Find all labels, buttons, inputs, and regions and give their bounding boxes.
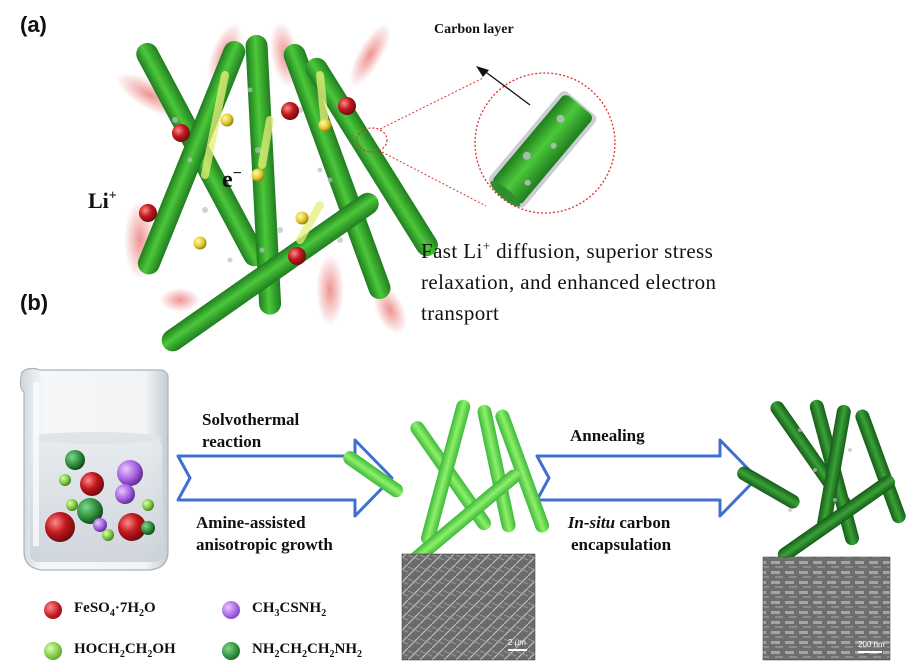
red-dot-icon [44, 600, 62, 619]
panel-a-label: (a) [20, 12, 47, 37]
beaker [19, 367, 169, 571]
legend-label: FeSO4·7H2O [74, 600, 156, 619]
electron-label: e− [222, 165, 242, 193]
legend-item-thioacetamide: CH3CSNH2 [222, 600, 326, 619]
electron-balls [193, 113, 332, 250]
process-arrow-1 [176, 438, 394, 518]
process-arrow-2 [535, 438, 759, 518]
zoom-callout [356, 66, 616, 214]
legend-label: HOCH2CH2OH [74, 641, 176, 660]
li-ion-label: Li+ [88, 188, 117, 213]
legend-item-ethylene-glycol: HOCH2CH2OH [44, 641, 176, 660]
legend-label: CH3CSNH2 [252, 600, 327, 619]
step2-title: Annealing [570, 426, 645, 445]
light-green-dot-icon [44, 641, 62, 660]
bare-rods [343, 399, 550, 565]
dark-green-dot-icon [222, 641, 240, 660]
carbon-layer-label: Carbon layer [434, 22, 514, 37]
sem-image-nanowires [401, 553, 536, 661]
sem-image-coated [762, 556, 891, 661]
panel-a-description: Fast Li+ diffusion, superior stress rela… [421, 238, 717, 325]
sem2-scale-bar-label: 200 nm [858, 640, 885, 649]
panel-b-label: (b) [20, 290, 49, 315]
sem1-scale-bar-label: 2 μm [508, 638, 526, 647]
purple-dot-icon [222, 600, 240, 619]
lithium-ion-balls [139, 97, 356, 265]
legend-item-ethylenediamine: NH2CH2CH2NH2 [222, 641, 362, 660]
coated-rods-final [737, 399, 906, 562]
legend-item-feso4: FeSO4·7H2O [44, 600, 156, 619]
legend-label: NH2CH2CH2NH2 [252, 641, 362, 660]
